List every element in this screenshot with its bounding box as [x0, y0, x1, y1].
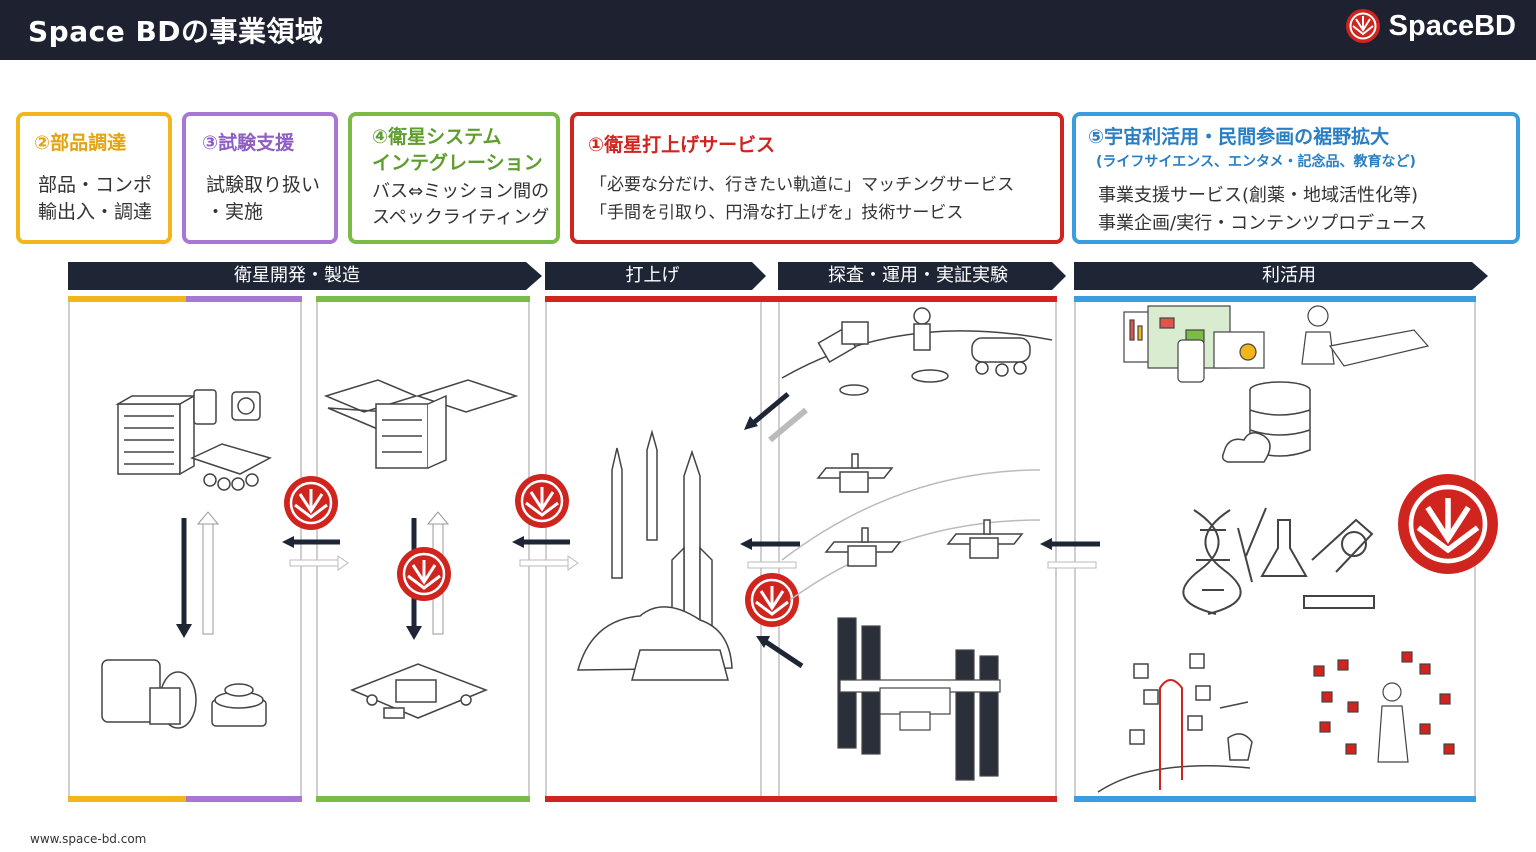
launch-ops-divider: [760, 302, 780, 796]
logo-text: SpaceBD: [1388, 9, 1516, 42]
moon-surface-icon: [781, 307, 1053, 396]
bar-red-top: [545, 296, 1057, 302]
bar-blue-bottom: [1074, 796, 1476, 802]
box-title: ④衛星システム: [372, 126, 502, 148]
bar-purple-top: [186, 296, 302, 302]
flow-arrows-icon: [282, 536, 348, 570]
spacebd-logo-icon: [513, 472, 571, 530]
spacebd-logo-icon: [395, 545, 453, 603]
banner-development: 衛星開発・製造: [234, 265, 360, 286]
bar-red-bottom: [545, 796, 1057, 802]
box-line: スペックライティング: [372, 207, 550, 228]
box-subtitle: (ライフサイエンス、エンタメ・記念品、教育など): [1096, 154, 1416, 170]
rocket-icon: [577, 429, 733, 681]
box-title: インテグレーション: [372, 152, 543, 174]
database-icon: [1221, 381, 1311, 463]
satellite-board-icon: [350, 663, 489, 719]
component-cubesat-icon: [115, 394, 197, 476]
box-testing-support: ③試験支援 試験取り扱い ・実施: [182, 112, 338, 244]
box-line: 「必要な分だけ、行きたい軌道に」マッチングサービス: [590, 175, 1015, 195]
header-bar: Space BDの事業領域 SpaceBD: [0, 0, 1536, 60]
banner-launch: 打上げ: [625, 265, 680, 286]
test-chamber-icon: [101, 659, 267, 729]
banner-utilization: 利活用: [1262, 265, 1316, 286]
box-title: ①衛星打上げサービス: [588, 134, 776, 156]
space-station-icon: [837, 617, 1001, 781]
box-line: バス⇔ミッション間の: [372, 181, 550, 202]
banner-operations: 探査・運用・実証実験: [828, 265, 1008, 286]
box-parts-procurement: ②部品調達 部品・コンポ 輸出入・調達: [16, 112, 172, 244]
person-hologram-icon: [1313, 651, 1455, 763]
box-system-integration: ④衛星システム インテグレーション バス⇔ミッション間の スペックライティング: [348, 112, 560, 244]
flow-arrows-icon: [512, 536, 578, 570]
earth-items-icon: [1097, 653, 1253, 793]
footer-url[interactable]: www.space-bd.com: [30, 832, 147, 846]
box-title: ③試験支援: [202, 132, 295, 154]
box-line: ・実施: [206, 201, 264, 223]
bar-yellow-top: [68, 296, 186, 302]
spacebd-logo-icon: [282, 474, 340, 532]
small-satellites-icon: [781, 453, 1041, 601]
box-line: 「手間を引取り、円滑な打上げを」技術サービス: [590, 203, 964, 223]
bar-blue-top: [1074, 296, 1476, 302]
spacebd-logo-icon: [1345, 9, 1380, 43]
box-space-utilization: ⑤宇宙利活用・民間参画の裾野拡大 (ライフサイエンス、エンタメ・記念品、教育など…: [1072, 112, 1520, 244]
spacebd-logo-large-icon: [1398, 474, 1498, 574]
box-line: 事業支援サービス(創薬・地域活性化等): [1098, 185, 1419, 206]
bar-yellow-bottom: [68, 796, 186, 802]
box-line: 輸出入・調達: [38, 201, 153, 223]
box-line: 部品・コンポ: [38, 174, 153, 196]
analytics-screens-icon: [1123, 305, 1265, 383]
box-line: 試験取り扱い: [206, 174, 321, 196]
bar-purple-bottom: [186, 796, 302, 802]
box-title: ②部品調達: [34, 132, 127, 154]
stage-arrows: [68, 262, 1488, 290]
box-title: ⑤宇宙利活用・民間参画の裾野拡大: [1088, 126, 1390, 148]
company-logo: SpaceBD: [1345, 8, 1516, 44]
person-tablet-icon: [1301, 305, 1430, 367]
box-launch-service: ①衛星打上げサービス 「必要な分だけ、行きたい軌道に」マッチングサービス 「手間…: [570, 112, 1064, 244]
box-line: 事業企画/実行・コンテンツプロデュース: [1098, 213, 1428, 234]
page-title: Space BDの事業領域: [28, 15, 324, 48]
bar-green-top: [316, 296, 530, 302]
satellite-structure-icon: [323, 379, 519, 469]
science-icons: [1182, 507, 1375, 615]
component-small-parts-icon: [189, 389, 272, 491]
bar-green-bottom: [316, 796, 530, 802]
